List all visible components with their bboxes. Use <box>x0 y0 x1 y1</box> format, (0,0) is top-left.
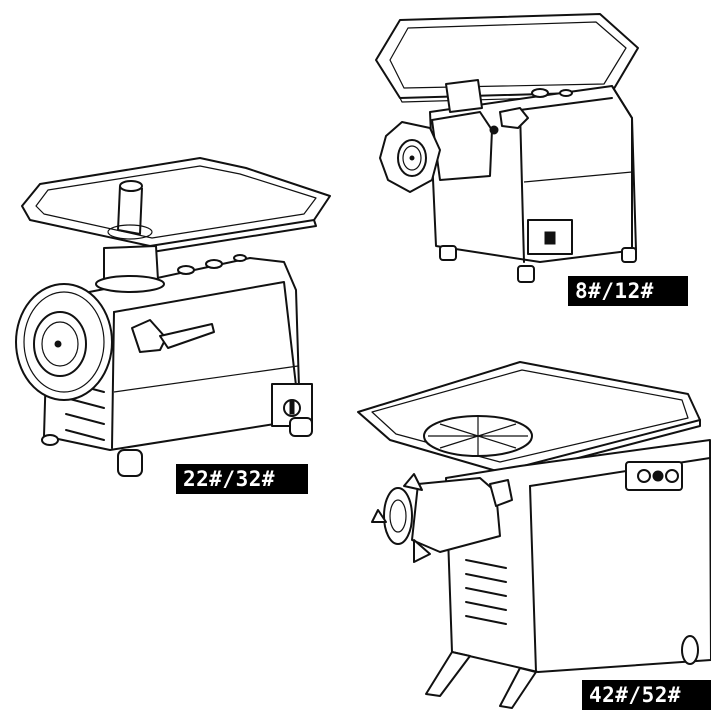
leg <box>499 667 537 709</box>
grinder-8-12 <box>375 13 639 283</box>
feed-pusher <box>117 185 143 235</box>
model-label-42-52: 42#/52# <box>582 680 711 710</box>
power-switch <box>544 231 556 245</box>
tighten-knob <box>499 107 529 129</box>
grinder-42-52 <box>357 361 711 709</box>
leg <box>425 651 471 697</box>
grinder-head <box>411 477 501 553</box>
foot <box>517 265 535 283</box>
wheel <box>681 635 699 665</box>
foot <box>289 417 313 437</box>
feed-tray <box>21 157 331 247</box>
grinder-head <box>431 111 493 181</box>
lever-hub <box>131 319 167 353</box>
motor-body <box>43 257 301 451</box>
grinder-22-32 <box>15 157 331 477</box>
lever-handle <box>159 323 215 349</box>
ring-nut <box>383 487 413 545</box>
foot <box>117 449 143 477</box>
foot <box>621 247 637 263</box>
model-label-8-12: 8#/12# <box>568 276 688 306</box>
model-label-22-32: 22#/32# <box>176 464 308 494</box>
foot <box>439 245 457 261</box>
